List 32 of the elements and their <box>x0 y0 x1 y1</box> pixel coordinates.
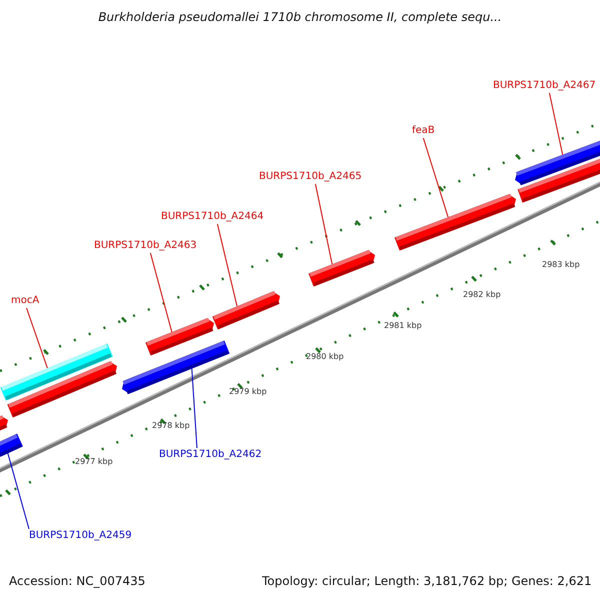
gene-label: BURPS1710b_A2463 <box>94 240 197 252</box>
leader-line <box>422 138 449 218</box>
gene-label: BURPS1710b_A2462 <box>159 449 262 461</box>
gene-label: feaB <box>412 125 435 137</box>
scale-label: 2982 kbp <box>463 290 501 300</box>
title: Burkholderia pseudomallei 1710b chromosome II, complete sequ... <box>97 10 503 24</box>
scale-label: 2981 kbp <box>384 321 422 331</box>
scale-label: 2979 kbp <box>229 387 267 397</box>
leader-line <box>150 252 172 333</box>
scale-label: 2983 kbp <box>542 260 580 270</box>
gene-bar <box>145 318 214 356</box>
gene-bar <box>394 194 516 250</box>
gene-bar <box>308 250 375 286</box>
scale-label: 2978 kbp <box>152 421 190 431</box>
gene-bar <box>0 415 8 431</box>
gene-bar <box>212 290 280 330</box>
leader-line <box>548 92 564 156</box>
footer-text: Accession: NC_007435 <box>9 574 146 588</box>
gene-bar <box>7 360 117 418</box>
scale-label: 2980 kbp <box>306 352 344 362</box>
scale-label: 2977 kbp <box>75 457 113 467</box>
gene-label: BURPS1710b_A2465 <box>259 171 362 183</box>
gene-label: BURPS1710b_A2459 <box>29 530 132 542</box>
gene-label: BURPS1710b_A2464 <box>161 211 264 223</box>
gene-bar <box>0 434 23 457</box>
gene-bar <box>518 158 600 203</box>
leader-line <box>314 184 333 265</box>
leader-line <box>26 308 48 369</box>
gene-label: BURPS1710b_A2467 <box>493 80 596 92</box>
leader-line <box>216 224 238 307</box>
gene-label: mocA <box>11 295 40 307</box>
footer-text: Topology: circular; Length: 3,181,762 bp; Genes: 2,621 <box>262 574 592 588</box>
